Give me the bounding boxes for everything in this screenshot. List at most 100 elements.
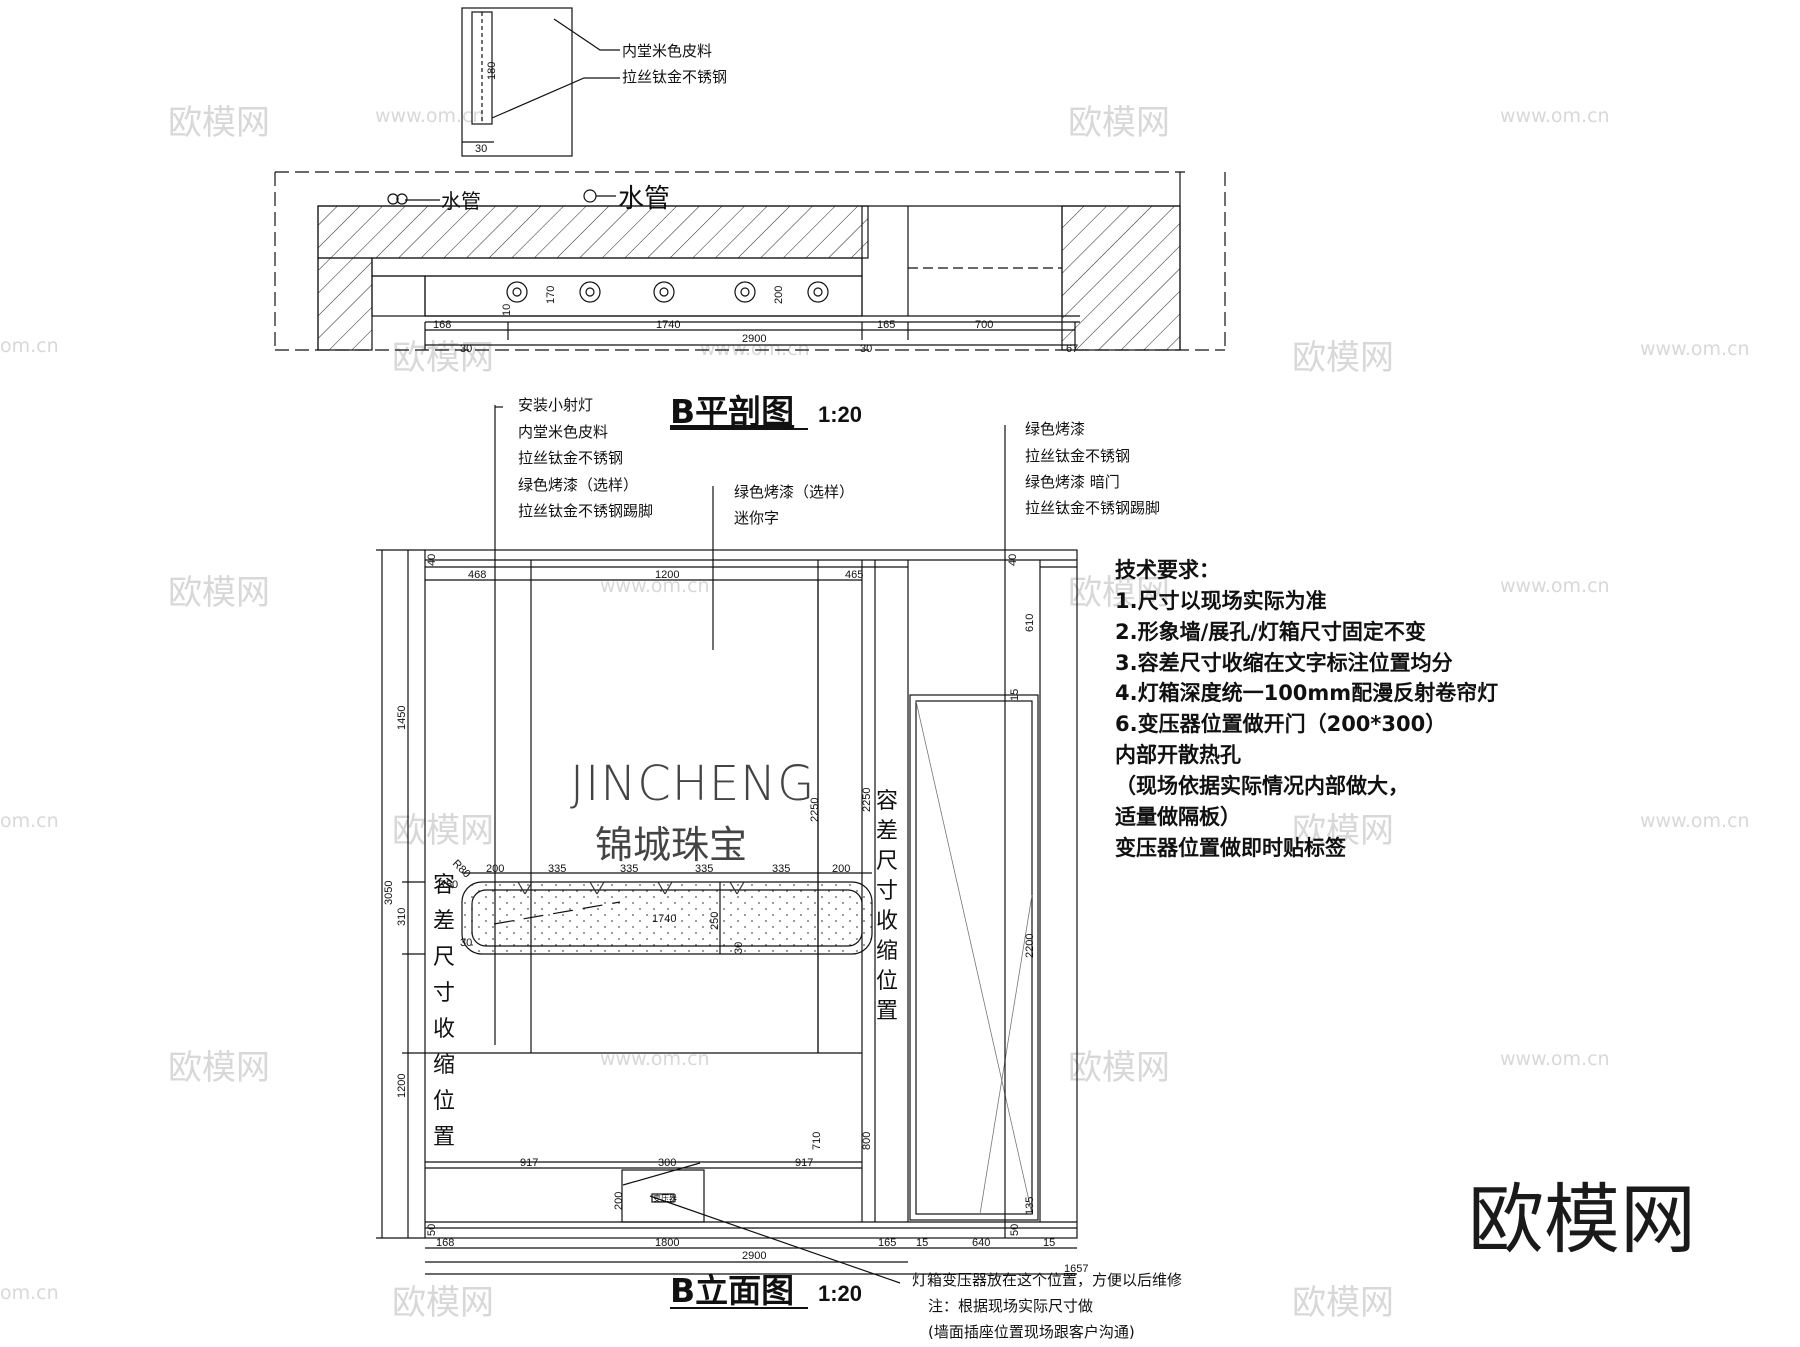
tolerance-right-char: 位: [876, 969, 898, 994]
plan-dim-1740: 1740: [656, 319, 680, 331]
water-pipe-label-large: 水管: [618, 184, 670, 214]
tolerance-right-char: 尺: [876, 849, 898, 874]
elevation-frame: [424, 549, 1078, 1239]
elev-callout-center-2: 迷你字: [734, 509, 779, 527]
dim-50a: 50: [426, 1224, 438, 1236]
dim-left-1200: 1200: [396, 1074, 408, 1098]
plan-hatch-wall: [317, 205, 869, 259]
plan-dashed-outline: [274, 171, 1226, 351]
bottom-dim-2900: 2900: [742, 1250, 766, 1262]
req-line-3: 3.容差尺寸收缩在文字标注位置均分: [1115, 651, 1453, 675]
elev-callout-left-5: 拉丝钛金不锈钢踢脚: [518, 502, 653, 520]
elev-callout-center-1: 绿色烤漆（选样）: [734, 483, 854, 501]
plan-dim-2900: 2900: [742, 333, 766, 345]
requirements-block: 技术要求： 1.尺寸以现场实际为准 2.形象墙/展孔/灯箱尺寸固定不变 3.容差…: [1115, 558, 1498, 860]
pipe-icon: [387, 193, 399, 205]
tolerance-right-char: 缩: [876, 939, 898, 964]
dim-v-200: 200: [773, 286, 785, 304]
lb-dim-30a: 30: [460, 937, 472, 949]
dim-left-3050: 3050: [383, 881, 395, 905]
elev-callout-left-3: 拉丝钛金不锈钢: [518, 449, 623, 467]
dim-v-170: 170: [545, 286, 557, 304]
plan-cabinet-body: [424, 275, 863, 317]
bottom-note-1: 灯箱变压器放在这个位置，方便以后维修: [912, 1271, 1182, 1289]
req-line-6: 内部开散热孔: [1115, 743, 1241, 767]
dim-50b: 50: [1009, 1224, 1021, 1236]
tolerance-left-char: 差: [433, 909, 455, 934]
lower-dim-917b: 917: [795, 1157, 813, 1169]
dim-30-top: 30: [475, 143, 487, 155]
lb-dim-250: 250: [709, 912, 721, 930]
dim-2250b: 2250: [861, 788, 873, 812]
tolerance-left-char: 容: [433, 873, 455, 898]
water-pipe-label-small: 水管: [441, 189, 481, 213]
lb-dim-200a: 200: [486, 863, 504, 875]
tolerance-left-char: 缩: [433, 1053, 455, 1078]
elevation-transformer-box: [621, 1169, 705, 1223]
bottom-dim-15b: 15: [1043, 1237, 1055, 1249]
plan-hatch-left: [317, 257, 373, 351]
brand-cn: 锦城珠宝: [595, 823, 747, 867]
dim-top-40b: 40: [1007, 554, 1019, 566]
req-line-2: 2.形象墙/展孔/灯箱尺寸固定不变: [1115, 620, 1426, 644]
plan-cabinet-top: [371, 257, 863, 277]
elevation-texts: 安装小射灯 内堂米色皮料 拉丝钛金不锈钢 绿色烤漆（选样） 拉丝钛金不锈钢踢脚 …: [383, 396, 1182, 1341]
plan-dim-165: 165: [877, 319, 895, 331]
elev-callout-left-1: 安装小射灯: [518, 396, 593, 414]
dim-135: 135: [1024, 1197, 1036, 1215]
req-line-8: 适量做隔板）: [1115, 805, 1241, 829]
elevation-hidden-door: [909, 694, 1039, 1221]
plan-hatch-right: [1061, 205, 1181, 351]
elev-callout-right-2: 拉丝钛金不锈钢: [1025, 447, 1130, 465]
plan-texts: 180 30 内堂米色皮料 拉丝钛金不锈钢 水管 水管 10 170 200 1…: [433, 42, 1078, 431]
dim-v-10: 10: [501, 304, 513, 316]
elevation-lightbox: [461, 881, 873, 955]
lb-dim-335a: 335: [548, 863, 566, 875]
lower-dim-917a: 917: [520, 1157, 538, 1169]
plan-dim-67: 67: [1066, 343, 1078, 355]
plan-dim-30b: 30: [860, 343, 872, 355]
site-brand-logo: 欧模网: [1468, 1175, 1696, 1264]
tolerance-left-char: 寸: [433, 981, 455, 1006]
dim-left-310: 310: [396, 908, 408, 926]
tolerance-left-char: 置: [433, 1125, 455, 1150]
plan-title: B平剖图: [670, 392, 794, 431]
plan-callout-1: 内堂米色皮料: [622, 42, 712, 60]
dim-top-468: 468: [468, 569, 486, 581]
plan-lamps: [506, 281, 829, 303]
bottom-dim-15a: 15: [916, 1237, 928, 1249]
req-line-7: （现场依据实际情况内部做大，: [1115, 774, 1409, 798]
dim-15: 15: [1009, 689, 1021, 701]
req-title: 技术要求：: [1115, 558, 1220, 582]
plan-callout-2: 拉丝钛金不锈钢: [622, 68, 727, 86]
dim-r50: R50: [438, 879, 458, 891]
plan-dim-700: 700: [975, 319, 993, 331]
tolerance-right-char: 置: [876, 999, 898, 1024]
tolerance-left-char: 收: [433, 1017, 455, 1042]
elev-callout-left-4: 绿色烤漆（选样）: [518, 476, 638, 494]
bottom-dim-1657: 1657: [1064, 1263, 1088, 1275]
bottom-dim-640: 640: [972, 1237, 990, 1249]
dim-610: 610: [1024, 614, 1036, 632]
brand-en: JINCHENG: [570, 756, 815, 812]
pipe-icon: [583, 189, 597, 203]
dim-710: 710: [811, 1132, 823, 1150]
dim-180: 180: [486, 62, 498, 80]
bottom-dim-168: 168: [436, 1237, 454, 1249]
lb-dim-335d: 335: [772, 863, 790, 875]
bottom-note-2: 注：根据现场实际尺寸做: [928, 1297, 1093, 1315]
plan-scale: 1:20: [818, 402, 862, 427]
tolerance-right-char: 差: [876, 819, 898, 844]
lb-dim-335b: 335: [620, 863, 638, 875]
lb-dim-1740: 1740: [652, 913, 676, 925]
plan-drawing: [274, 7, 1226, 351]
dim-2200: 2200: [1024, 934, 1036, 958]
bottom-dim-165: 165: [878, 1237, 896, 1249]
bottom-dim-1800: 1800: [655, 1237, 679, 1249]
lb-dim-335c: 335: [695, 863, 713, 875]
elevation-drawing: [376, 405, 1078, 1284]
bottom-note-3: (墙面插座位置现场跟客户沟通): [928, 1323, 1135, 1341]
lb-dim-30b: 30: [733, 942, 745, 954]
